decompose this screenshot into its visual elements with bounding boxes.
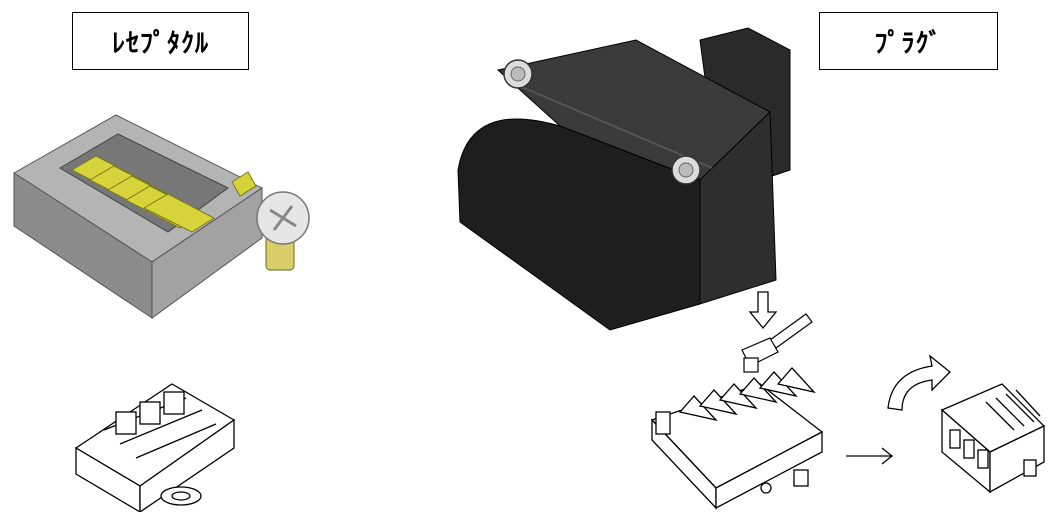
- close-direction-arrow-icon: [846, 447, 894, 465]
- plug-label: ﾌﾟﾗｸﾞ: [819, 12, 998, 70]
- plug-open-line-drawing: [650, 367, 824, 510]
- plug-render: [457, 27, 791, 331]
- contact-pin-icon: [741, 313, 813, 373]
- receptacle-contacts: [70, 155, 257, 233]
- receptacle-render: [13, 114, 310, 319]
- receptacle-line-drawing: [74, 383, 236, 512]
- receptacle-screw: [256, 191, 310, 271]
- insert-arrow-icon: [748, 291, 778, 330]
- receptacle-label: ﾚｾﾌﾟﾀｸﾙ: [72, 12, 249, 70]
- rotate-arrow-icon: [887, 354, 951, 411]
- plug-closed-line-drawing: [940, 383, 1046, 494]
